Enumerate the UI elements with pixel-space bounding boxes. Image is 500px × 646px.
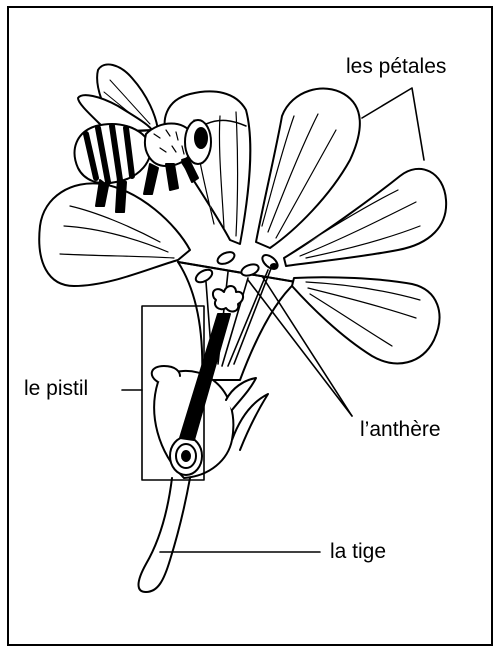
label-anther: l’anthère (360, 419, 441, 440)
flower-diagram (0, 0, 500, 627)
stem-drawing (139, 478, 191, 592)
label-stem: la tige (330, 541, 386, 562)
label-petals: les pétales (346, 56, 446, 77)
label-pistil: le pistil (24, 378, 88, 399)
petals-leader (362, 88, 424, 160)
